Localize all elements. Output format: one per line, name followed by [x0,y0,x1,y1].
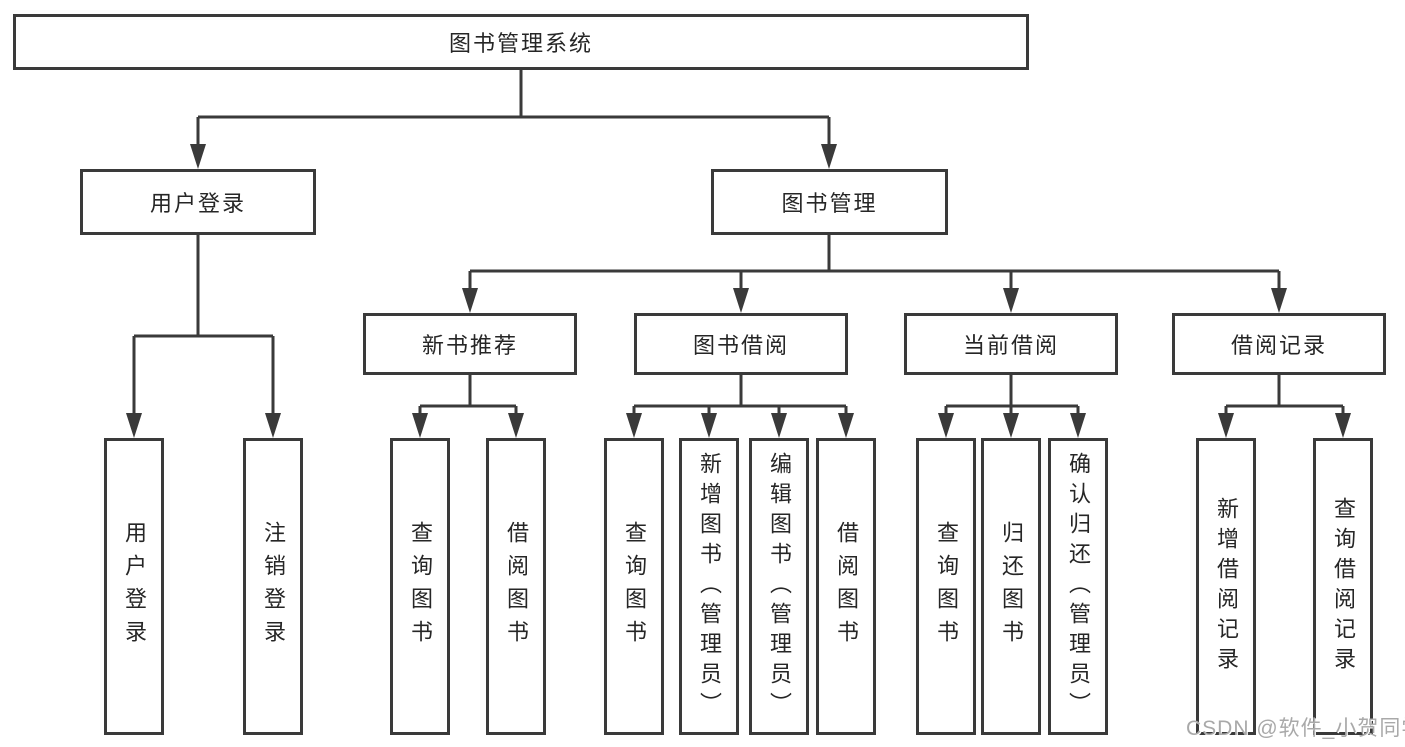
csdn-watermark: CSDN @软件_小贺同学 [1186,717,1405,740]
node-new-book-recommend-label: 新书推荐 [421,333,518,358]
leaf-user-login-label: 用户登录 [122,520,147,653]
leaf-borrow-books-recommend: 借阅图书 [486,438,546,735]
node-user-login: 用户登录 [80,169,316,235]
node-user-login-label: 用户登录 [149,191,246,216]
leaf-edit-book-admin-label: 编辑图书（管理员） [767,451,792,722]
leaf-confirm-return-admin: 确认归还（管理员） [1048,438,1108,735]
node-book-borrowing-label: 图书借阅 [692,333,789,358]
leaf-query-books-current: 查询图书 [916,438,976,735]
leaf-return-book: 归还图书 [981,438,1041,735]
leaf-query-borrow-record: 查询借阅记录 [1313,438,1373,735]
node-system-root: 图书管理系统 [13,14,1029,70]
leaf-edit-book-admin: 编辑图书（管理员） [749,438,809,735]
leaf-add-book-admin-label: 新增图书（管理员） [697,451,722,722]
leaf-query-borrow-record-label: 查询借阅记录 [1331,496,1356,677]
node-current-borrowing-label: 当前借阅 [962,333,1059,358]
node-borrowing-records-label: 借阅记录 [1230,333,1327,358]
leaf-add-book-admin: 新增图书（管理员） [679,438,739,735]
leaf-add-borrow-record-label: 新增借阅记录 [1214,496,1239,677]
leaf-query-books-recommend: 查询图书 [390,438,450,735]
leaf-query-books-borrowing-label: 查询图书 [622,520,647,653]
leaf-borrow-books-borrowing-label: 借阅图书 [834,520,859,653]
node-new-book-recommend: 新书推荐 [363,313,577,375]
node-book-management-label: 图书管理 [781,191,878,216]
node-book-management: 图书管理 [711,169,948,235]
leaf-borrow-books-recommend-label: 借阅图书 [504,520,529,653]
leaf-query-books-recommend-label: 查询图书 [408,520,433,653]
leaf-query-books-current-label: 查询图书 [934,520,959,653]
leaf-logout-label: 注销登录 [261,520,286,653]
leaf-add-borrow-record: 新增借阅记录 [1196,438,1256,735]
node-system-root-label: 图书管理系统 [448,31,593,56]
node-borrowing-records: 借阅记录 [1172,313,1386,375]
leaf-return-book-label: 归还图书 [999,520,1024,653]
leaf-logout: 注销登录 [243,438,303,735]
leaf-confirm-return-admin-label: 确认归还（管理员） [1066,451,1091,722]
leaf-user-login: 用户登录 [104,438,164,735]
node-book-borrowing: 图书借阅 [634,313,848,375]
leaf-borrow-books-borrowing: 借阅图书 [816,438,876,735]
node-current-borrowing: 当前借阅 [904,313,1118,375]
leaf-query-books-borrowing: 查询图书 [604,438,664,735]
